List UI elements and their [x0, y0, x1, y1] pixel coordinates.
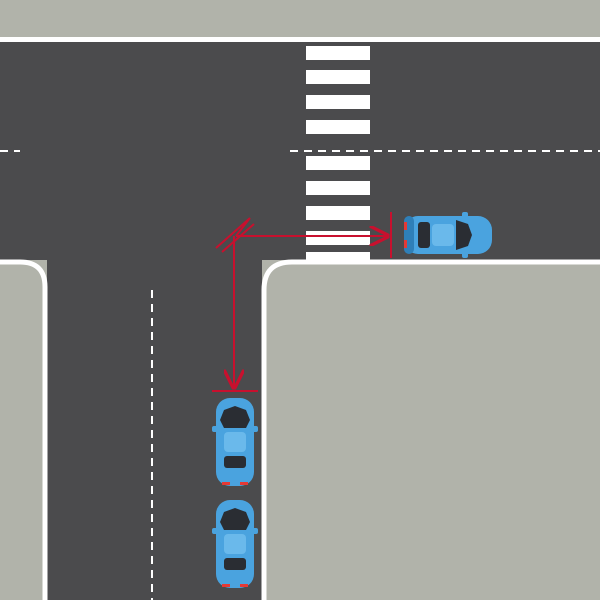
- car-right: [404, 212, 492, 258]
- car-bottom-1: [212, 398, 258, 486]
- left-corner-curb: [0, 259, 48, 600]
- distance-measure: [212, 212, 392, 392]
- right-corner-curb: [261, 259, 600, 600]
- car-bottom-2: [212, 500, 258, 588]
- horizontal-road: [0, 42, 600, 260]
- measure-corner-chevron: [215, 217, 255, 253]
- crosswalk: [306, 46, 370, 260]
- top-curb: [0, 37, 600, 42]
